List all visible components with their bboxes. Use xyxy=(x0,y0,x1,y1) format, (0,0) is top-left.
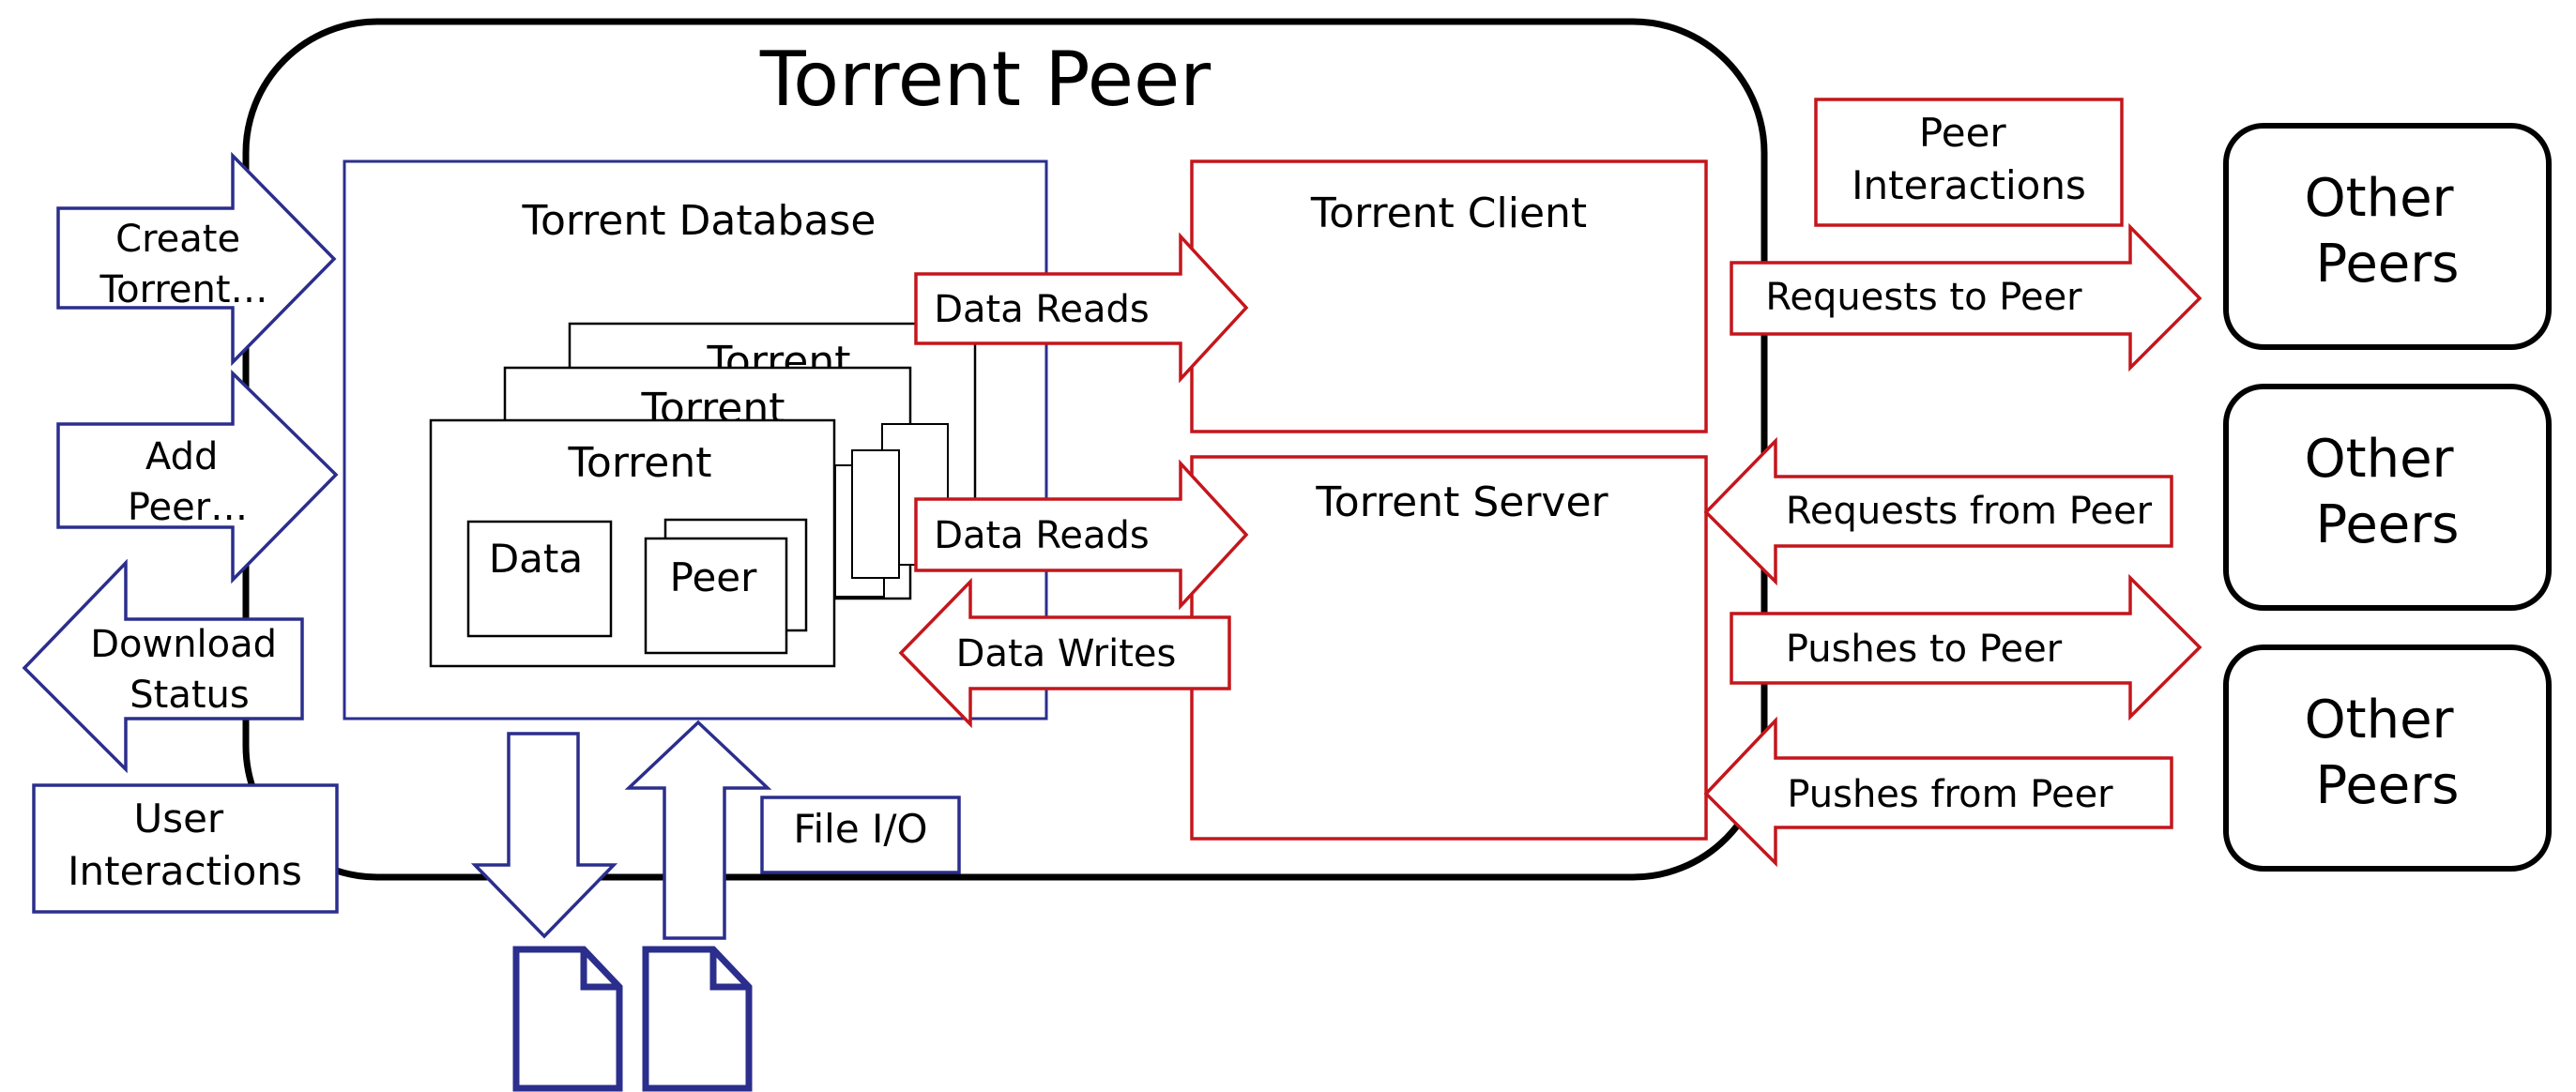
svg-text:User Interactions: User Interactions xyxy=(68,796,302,894)
requests-to-peer-arrow: Requests to Peer xyxy=(1730,222,2203,372)
svg-text:Download Status: Download Status xyxy=(90,623,289,717)
other-peers-3-line1: Other xyxy=(2305,690,2455,751)
peer-interactions-line2: Interactions xyxy=(1852,162,2086,208)
user-interactions-label: User Interactions xyxy=(32,783,339,914)
other-peers-1-line2: Peers xyxy=(2316,234,2460,295)
file-io-text: File I/O xyxy=(793,806,927,852)
peer-label: Peer xyxy=(670,554,758,600)
data-reads-server-arrow: Data Reads xyxy=(914,459,1249,611)
svg-text:Add Peer…: Add Peer… xyxy=(128,435,248,529)
other-peers-2-line2: Peers xyxy=(2316,494,2460,555)
svg-text:Other Peers: Other Peers xyxy=(2305,690,2471,816)
other-peers-1-line1: Other xyxy=(2305,168,2455,229)
data-label: Data xyxy=(489,536,583,582)
pushes-to-peer-label: Pushes to Peer xyxy=(1786,628,2063,671)
add-peer-line1: Add xyxy=(145,435,218,478)
user-interactions-line2: Interactions xyxy=(68,848,302,894)
pushes-from-peer-label: Pushes from Peer xyxy=(1787,773,2113,816)
file-icon xyxy=(512,946,623,1092)
download-status-line1: Download xyxy=(90,623,277,666)
create-torrent-line2: Torrent… xyxy=(99,268,267,311)
peer-box xyxy=(644,537,788,655)
file-write-arrow xyxy=(470,732,618,939)
pushes-to-peer-arrow: Pushes to Peer xyxy=(1730,573,2203,721)
other-peers-box-2: Other Peers xyxy=(2223,384,2552,611)
download-status-arrow: Download Status xyxy=(22,558,304,774)
add-peer-arrow: Add Peer… xyxy=(56,369,339,584)
server-title: Torrent Server xyxy=(1315,478,1608,526)
client-title: Torrent Client xyxy=(1310,190,1587,237)
peer-interactions-line1: Peer xyxy=(1919,110,2007,156)
svg-text:Other Peers: Other Peers xyxy=(2305,168,2471,295)
download-status-line2: Status xyxy=(130,674,249,717)
file-read-arrow xyxy=(624,720,772,940)
requests-from-peer-label: Requests from Peer xyxy=(1786,490,2153,533)
torrent-label-front: Torrent xyxy=(568,439,712,487)
file-icon xyxy=(642,946,753,1092)
data-box xyxy=(466,520,613,638)
other-peers-2-line1: Other xyxy=(2305,429,2455,490)
requests-from-peer-arrow: Requests from Peer xyxy=(1703,436,2173,586)
svg-text:Other Peers: Other Peers xyxy=(2305,429,2471,555)
file-io-label: File I/O xyxy=(760,796,961,874)
create-torrent-arrow: Create Torrent… xyxy=(56,151,337,367)
svg-text:Peer Interactions: Peer Interactions xyxy=(1852,110,2086,208)
data-reads-server-label: Data Reads xyxy=(934,514,1150,557)
add-peer-line2: Peer… xyxy=(128,486,248,529)
torrent-card-front: Torrent Data Peer xyxy=(429,418,900,668)
pushes-from-peer-arrow: Pushes from Peer xyxy=(1703,716,2173,868)
data-writes-label: Data Writes xyxy=(956,632,1177,675)
other-peers-box-1: Other Peers xyxy=(2223,123,2552,350)
user-interactions-line1: User xyxy=(133,796,223,842)
create-torrent-line1: Create xyxy=(115,218,240,261)
torrent-server: Torrent Server xyxy=(1190,455,1708,841)
data-writes-arrow: Data Writes xyxy=(898,577,1231,729)
data-reads-client-arrow: Data Reads xyxy=(914,232,1249,384)
other-peers-box-3: Other Peers xyxy=(2223,645,2552,872)
database-title: Torrent Database xyxy=(522,197,876,245)
page-title: Torrent Peer xyxy=(759,36,1211,123)
peer-interactions-label: Peer Interactions xyxy=(1814,98,2124,227)
torrent-client: Torrent Client xyxy=(1190,159,1708,433)
requests-to-peer-label: Requests to Peer xyxy=(1765,276,2082,319)
other-peers-3-line2: Peers xyxy=(2316,755,2460,816)
svg-text:Create Torrent…: Create Torrent… xyxy=(99,218,267,311)
data-reads-client-label: Data Reads xyxy=(934,288,1150,331)
